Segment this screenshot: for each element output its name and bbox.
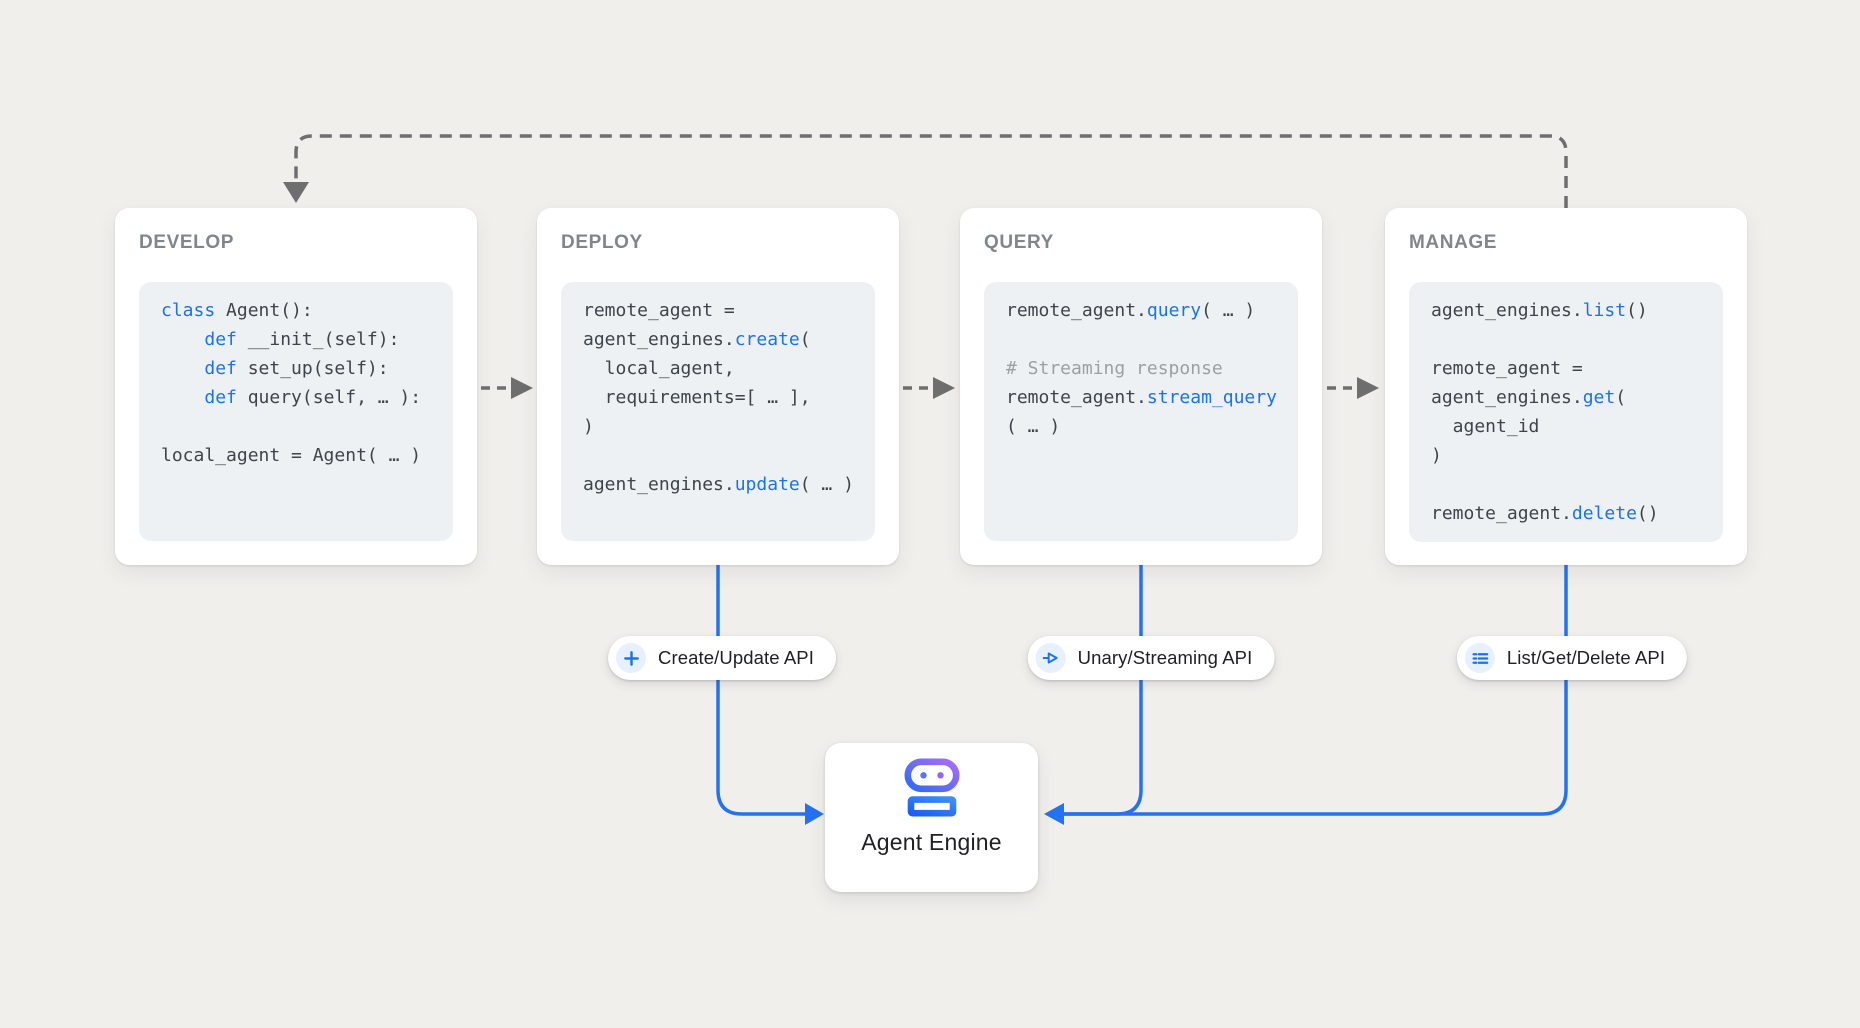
code-line: remote_agent = [583, 300, 735, 321]
code-line: def query(self, … ): [204, 387, 422, 408]
pill-unary-streaming-api: Unary/Streaming API [1027, 636, 1275, 680]
api-arrowhead-left [805, 803, 824, 825]
plus-icon [616, 643, 647, 673]
card-manage: MANAGE agent_engines.list() remote_agent… [1385, 208, 1747, 565]
code-line: ( … ) [1006, 416, 1061, 437]
code-line: remote_agent.delete() [1431, 503, 1659, 524]
code-block-query: remote_agent.query( … ) # Streaming resp… [984, 282, 1298, 541]
card-title: DEPLOY [561, 232, 643, 253]
card-title: MANAGE [1409, 232, 1498, 253]
flow-arrowhead-1 [511, 377, 533, 399]
code-line: remote_agent.stream_query [1006, 387, 1277, 408]
card-title: QUERY [984, 232, 1054, 253]
pill-create-update-api: Create/Update API [608, 636, 836, 680]
code-block-manage: agent_engines.list() remote_agent = agent… [1409, 282, 1723, 542]
agent-engine-label: Agent Engine [861, 829, 1002, 855]
pill-list-get-delete-api: List/Get/Delete API [1456, 636, 1688, 680]
code-line: ) [1431, 445, 1442, 466]
feedback-loop-arrow [294, 134, 1568, 208]
code-block-develop: class Agent(): def __init_(self): def se… [139, 282, 453, 541]
code-line: local_agent = Agent( … ) [161, 445, 422, 466]
agent-engine-box: Agent Engine [825, 743, 1038, 892]
api-line-manage [1064, 565, 1568, 816]
pill-label: Unary/Streaming API [1077, 647, 1253, 668]
code-line [583, 441, 855, 470]
card-query: QUERY remote_agent.query( … ) # Streamin… [960, 208, 1322, 565]
code-line: agent_engines.get( [1431, 387, 1627, 408]
pill-label: List/Get/Delete API [1506, 647, 1666, 668]
code-line: remote_agent = [1431, 358, 1583, 379]
code-line: local_agent, [583, 358, 735, 379]
card-develop: DEVELOP class Agent(): def __init_(self)… [115, 208, 477, 565]
streaming-send-icon [1035, 643, 1066, 673]
feedback-loop-arrowhead [283, 182, 309, 203]
code-line: requirements=[ … ], [583, 387, 811, 408]
code-line [1431, 325, 1703, 354]
code-line: agent_engines.create( [583, 329, 811, 350]
code-line: def set_up(self): [204, 358, 389, 379]
code-line: remote_agent.query( … ) [1006, 300, 1256, 321]
code-line: # Streaming response [1006, 358, 1223, 379]
code-line: agent_engines.update( … ) [583, 474, 854, 495]
code-line: class Agent(): [161, 300, 313, 321]
flow-arrowhead-3 [1357, 377, 1379, 399]
api-arrowhead-right [1044, 803, 1064, 825]
code-line: agent_engines.list() [1431, 300, 1648, 321]
pill-label: Create/Update API [658, 647, 814, 668]
code-line [1431, 470, 1703, 499]
list-icon [1464, 643, 1495, 673]
code-block-deploy: remote_agent = agent_engines.create( loca… [561, 282, 875, 541]
code-line: agent_id [1431, 416, 1540, 437]
card-deploy: DEPLOY remote_agent = agent_engines.creat… [537, 208, 899, 565]
card-title: DEVELOP [139, 232, 234, 253]
robot-icon [903, 758, 961, 817]
code-line: def __init_(self): [204, 329, 400, 350]
code-line: ) [583, 416, 594, 437]
api-line-query [1064, 565, 1143, 816]
flow-arrowhead-2 [933, 377, 955, 399]
api-line-deploy [716, 565, 805, 816]
code-line [1006, 325, 1278, 354]
code-line [161, 412, 433, 441]
